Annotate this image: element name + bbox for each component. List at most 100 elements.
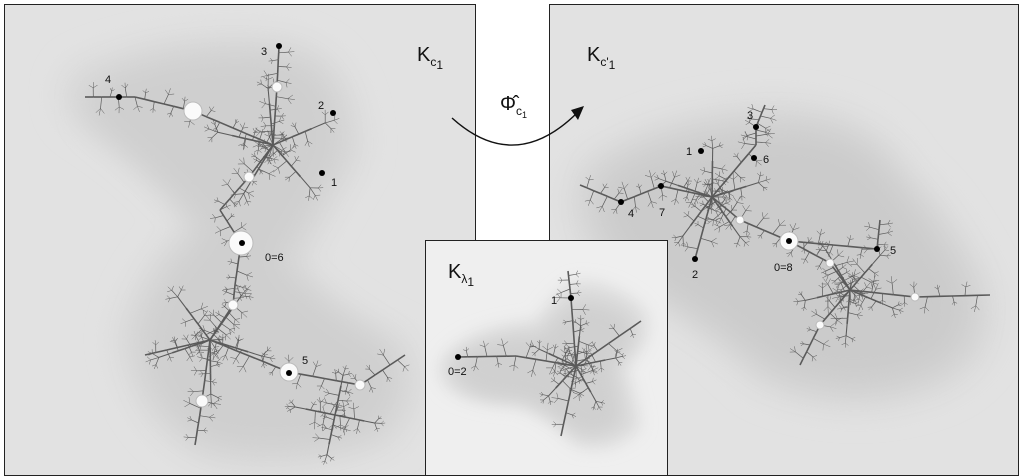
- filament-segment: [333, 414, 336, 425]
- filament-segment: [189, 121, 195, 125]
- filament-segment: [553, 371, 556, 377]
- filament-segment: [829, 300, 836, 308]
- filament-segment: [846, 270, 851, 273]
- filament-segment: [684, 246, 689, 252]
- filament-segment: [330, 429, 333, 435]
- filament-segment: [909, 284, 914, 288]
- filament-segment: [324, 393, 330, 397]
- filament-segment: [262, 355, 265, 362]
- filament-segment: [568, 279, 571, 285]
- filament-segment: [815, 249, 820, 251]
- filament-segment: [165, 298, 171, 300]
- filament-segment: [573, 394, 580, 400]
- filament-segment: [364, 420, 375, 424]
- filament-segment: [197, 323, 203, 330]
- filament-segment: [342, 368, 346, 376]
- filament-segment: [229, 329, 235, 334]
- filament-segment: [497, 363, 500, 368]
- filament-segment: [647, 201, 652, 207]
- filament-segment: [720, 204, 727, 210]
- filament-segment: [243, 133, 247, 144]
- filament-segment: [765, 180, 770, 184]
- filament-segment: [230, 357, 237, 359]
- filament-segment: [675, 242, 679, 247]
- filament-segment: [557, 288, 562, 293]
- filament-segment: [730, 202, 738, 213]
- filament-segment: [761, 212, 764, 219]
- filament-segment: [324, 122, 332, 129]
- filament-segment: [899, 307, 903, 311]
- filament-segment: [621, 355, 627, 357]
- filament-segment: [282, 138, 287, 143]
- filament-segment: [837, 308, 842, 310]
- filament-segment: [717, 178, 720, 185]
- filament-segment: [374, 418, 379, 424]
- filament-segment: [235, 193, 244, 195]
- filament-segment: [340, 424, 346, 428]
- filament-segment: [669, 187, 679, 191]
- filament-segment: [696, 180, 702, 184]
- map-label: Φ̂c1: [500, 93, 527, 120]
- filament-segment: [974, 305, 977, 313]
- filament-segment: [263, 144, 274, 147]
- filament-segment: [740, 185, 747, 189]
- filament-segment: [582, 378, 587, 384]
- filament-segment: [572, 412, 576, 416]
- filament-segment: [708, 186, 710, 190]
- filament-segment: [562, 351, 568, 360]
- filament-segment: [195, 430, 199, 438]
- filament-segment: [640, 190, 648, 195]
- filament-segment: [718, 217, 722, 224]
- filament-segment: [600, 367, 602, 373]
- filament-segment: [743, 242, 746, 247]
- filament-segment: [871, 281, 874, 293]
- filament-segment: [338, 371, 344, 376]
- filament-segment: [556, 370, 561, 374]
- filament-segment: [582, 304, 587, 310]
- filament-segment: [532, 352, 536, 356]
- filament-segment: [248, 190, 254, 194]
- filament-segment: [883, 241, 887, 245]
- filament-segment: [237, 173, 245, 183]
- filament-segment: [554, 343, 557, 349]
- filament-segment: [860, 296, 867, 306]
- filament-segment: [280, 132, 284, 136]
- filament-segment: [203, 430, 208, 432]
- filament-segment: [746, 118, 752, 120]
- filament-segment: [687, 210, 690, 216]
- filament-segment: [273, 78, 275, 84]
- filament-segment: [711, 138, 716, 141]
- filament-segment: [248, 351, 262, 357]
- filament-segment: [829, 313, 838, 321]
- filament-segment: [346, 397, 350, 402]
- filament-segment: [820, 228, 822, 235]
- filament-segment: [575, 351, 584, 356]
- filament-segment: [730, 211, 736, 217]
- filament-segment: [733, 175, 739, 180]
- filament-segment: [834, 301, 841, 309]
- filament-segment: [580, 328, 585, 331]
- filament-segment: [675, 189, 679, 200]
- filament-segment: [582, 369, 587, 374]
- filament-segment: [305, 408, 311, 411]
- filament-segment: [272, 152, 277, 156]
- filament-segment: [341, 409, 345, 413]
- filament-segment: [281, 115, 284, 120]
- filament-segment: [225, 287, 227, 293]
- filament-segment: [329, 424, 334, 428]
- filament-segment: [223, 291, 227, 296]
- filament-segment: [205, 360, 209, 371]
- filament-segment: [847, 281, 851, 284]
- filament-segment: [181, 285, 184, 291]
- filament-segment: [337, 406, 343, 408]
- filament-segment: [216, 226, 221, 231]
- filament-segment: [260, 79, 262, 85]
- filament-segment: [561, 354, 568, 360]
- filament-segment: [204, 310, 209, 316]
- filament-segment: [287, 94, 294, 99]
- filament-segment: [263, 363, 268, 367]
- filament-segment: [697, 238, 702, 249]
- filament-segment: [567, 270, 570, 276]
- filament-segment: [610, 324, 614, 329]
- filament-segment: [868, 278, 874, 282]
